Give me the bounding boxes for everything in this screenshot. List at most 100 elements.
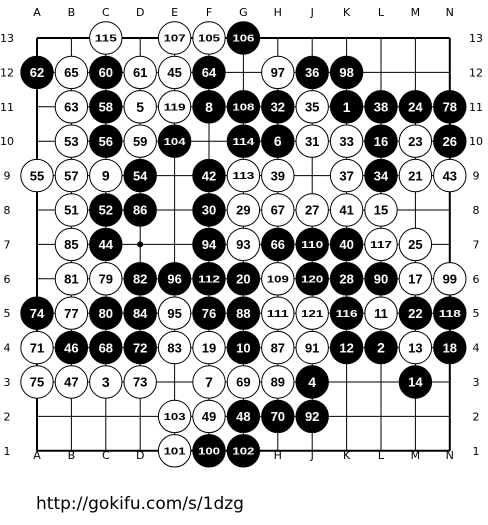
move-number: 58 [99,99,113,114]
column-label: L [378,449,385,462]
black-stone: 106 [226,21,261,55]
move-number: 68 [99,340,113,355]
black-stone: 24 [398,90,433,124]
move-number: 111 [267,309,290,320]
move-number: 107 [164,34,187,45]
black-stone: 66 [261,227,295,262]
move-number: 79 [99,271,113,286]
white-stone: 85 [54,227,89,262]
move-number: 119 [164,102,187,113]
source-url[interactable]: http://gokifu.com/s/1dzg [36,494,244,514]
row-label: 5 [473,307,480,320]
move-number: 87 [271,340,285,355]
move-number: 60 [99,65,113,80]
black-stone: 26 [433,124,467,158]
move-number: 15 [374,203,388,218]
move-number: 59 [133,134,147,149]
move-number: 120 [301,274,324,285]
column-label: C [102,6,110,19]
move-number: 89 [271,375,285,390]
row-label: 4 [4,342,11,355]
move-number: 49 [202,409,216,424]
white-stone: 9 [89,158,123,193]
white-stone: 97 [261,55,295,90]
white-stone: 87 [261,330,295,365]
white-stone: 23 [398,124,433,158]
column-label: C [102,449,110,462]
move-number: 95 [167,306,181,321]
move-number: 48 [236,409,250,424]
white-stone: 77 [54,296,89,330]
white-stone: 107 [157,21,192,55]
move-number: 25 [408,237,422,252]
black-stone: 96 [157,262,192,296]
white-stone: 5 [123,90,157,124]
column-label: A [33,6,41,19]
white-stone: 43 [433,158,467,193]
black-stone: 72 [123,330,157,365]
black-stone: 90 [364,262,398,296]
move-number: 103 [164,412,187,423]
black-stone: 80 [89,296,123,330]
move-number: 71 [30,340,44,355]
black-stone: 1 [329,90,364,124]
move-number: 7 [205,374,213,390]
column-label: K [343,6,351,19]
move-number: 118 [439,309,462,320]
move-number: 32 [271,99,285,114]
move-number: 29 [236,203,250,218]
hoshi-point [137,241,144,248]
black-stone: 64 [192,55,226,90]
move-number: 12 [339,340,353,355]
move-number: 75 [30,375,44,390]
white-stone: 121 [295,296,329,330]
move-number: 64 [202,65,217,80]
move-number: 9 [102,168,110,184]
black-stone: 30 [192,193,226,227]
move-number: 62 [30,65,44,80]
move-number: 109 [267,274,290,285]
move-number: 61 [133,65,147,80]
black-stone: 78 [433,90,467,124]
move-number: 43 [443,168,457,183]
white-stone: 31 [295,124,329,158]
white-stone: 117 [364,227,398,262]
black-stone: 16 [364,124,398,158]
white-stone: 55 [20,158,54,193]
black-stone: 10 [226,330,261,365]
move-number: 113 [232,171,255,182]
white-stone: 21 [398,158,433,193]
black-stone: 48 [226,399,261,434]
black-stone: 88 [226,296,261,330]
row-label: 12 [469,66,483,79]
black-stone: 118 [433,296,467,330]
white-stone: 101 [157,434,192,468]
move-number: 31 [305,134,319,149]
go-board-svg: AABBCCDDEEFFGGHHJJKKLLMMNN13131212111110… [0,6,483,468]
black-stone: 54 [123,158,157,193]
black-stone: 68 [89,330,123,365]
column-label: G [239,6,248,19]
black-stone: 32 [261,90,295,124]
white-stone: 11 [364,296,398,330]
white-stone: 69 [226,365,261,399]
row-label: 12 [0,66,14,79]
column-label: B [68,449,76,462]
move-number: 52 [99,203,113,218]
white-stone: 39 [261,158,295,193]
black-stone: 40 [329,227,364,262]
white-stone: 29 [226,193,261,227]
white-stone: 63 [54,90,89,124]
move-number: 6 [274,133,282,149]
white-stone: 19 [192,330,226,365]
move-number: 80 [99,306,113,321]
black-stone: 12 [329,330,364,365]
move-number: 57 [64,168,78,183]
move-number: 40 [339,237,353,252]
move-number: 13 [408,340,422,355]
white-stone: 33 [329,124,364,158]
column-label: J [310,6,314,19]
move-number: 28 [339,271,353,286]
move-number: 34 [374,168,389,183]
move-number: 37 [339,168,353,183]
